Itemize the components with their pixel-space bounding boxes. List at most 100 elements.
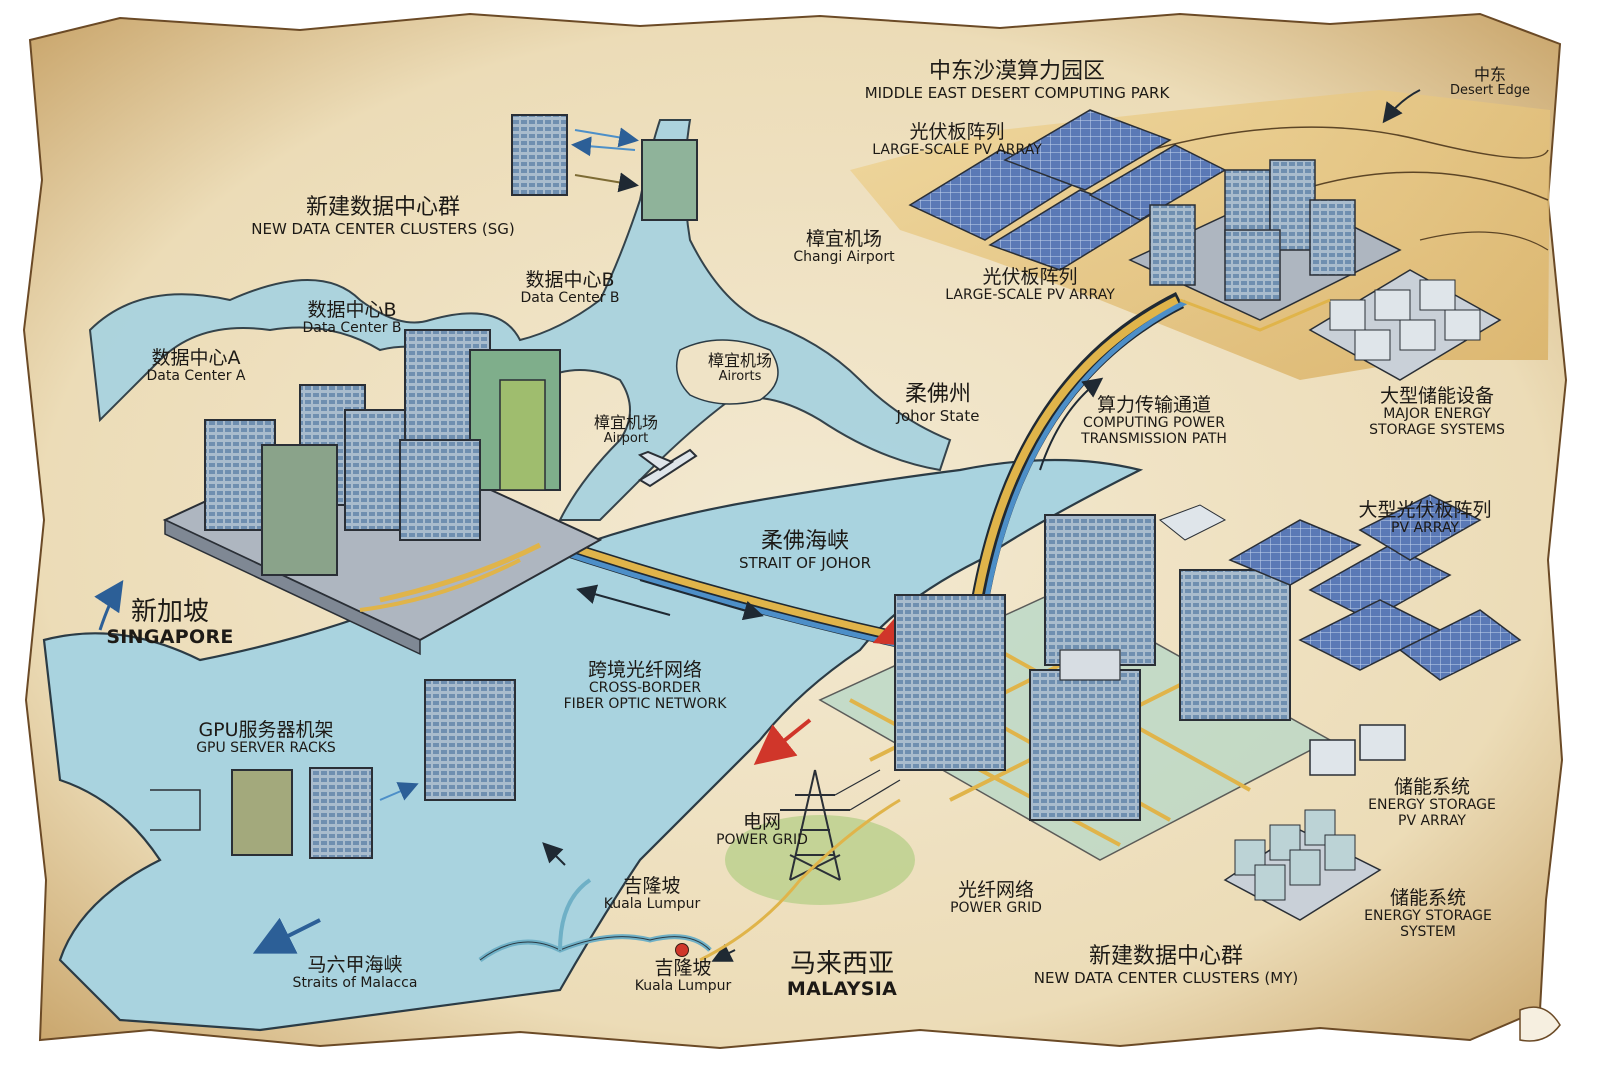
blue-arrow-icon bbox=[252, 917, 321, 954]
label-zh: 算力传输通道 bbox=[1096, 394, 1212, 416]
label-pv-array-top: 光伏板阵列 LARGE-SCALE PV ARRAY bbox=[872, 121, 1042, 159]
me-data-center-cluster bbox=[1128, 159, 1402, 321]
label-zh: 数据中心B bbox=[307, 299, 397, 321]
label-en: NEW DATA CENTER CLUSTERS (SG) bbox=[251, 219, 515, 238]
label-en: MALAYSIA bbox=[786, 978, 898, 1001]
label-my-clusters: 新建数据中心群 NEW DATA CENTER CLUSTERS (MY) bbox=[1033, 944, 1299, 987]
label-storage-pv: 储能系统 ENERGY STORAGE PV ARRAY bbox=[1368, 776, 1496, 830]
label-en: ENERGY STORAGE bbox=[1368, 797, 1496, 814]
label-en: Kuala Lumpur bbox=[603, 896, 701, 913]
label-zh: 吉隆坡 bbox=[654, 957, 712, 979]
label-en: Kuala Lumpur bbox=[634, 978, 732, 995]
label-changi-airport: 樟宜机场 Changi Airport bbox=[793, 228, 895, 266]
label-en: NEW DATA CENTER CLUSTERS (MY) bbox=[1033, 968, 1299, 987]
label-fiber-grid: 光纤网络 POWER GRID bbox=[950, 879, 1042, 917]
label-dc-b-lower: 数据中心B Data Center B bbox=[302, 299, 402, 337]
label-pv-array-mid: 光伏板阵列 LARGE-SCALE PV ARRAY bbox=[945, 266, 1115, 304]
label-storage-system: 储能系统 ENERGY STORAGE SYSTEM bbox=[1364, 887, 1492, 941]
label-en: Straits of Malacca bbox=[292, 975, 418, 992]
label-singapore: 新加坡 SINGAPORE bbox=[106, 597, 234, 649]
label-en: Changi Airport bbox=[793, 249, 895, 266]
me-energy-storage bbox=[1308, 269, 1502, 381]
label-zh: GPU服务器机架 bbox=[198, 719, 334, 741]
arrow-icon bbox=[711, 943, 736, 962]
label-en: CROSS-BORDER bbox=[588, 680, 702, 697]
gpu-server-racks bbox=[150, 679, 516, 859]
label-zh: 新建数据中心群 bbox=[1088, 944, 1243, 969]
label-me-park: 中东沙漠算力园区 MIDDLE EAST DESERT COMPUTING PA… bbox=[864, 59, 1170, 102]
red-arrow-icon bbox=[753, 718, 812, 765]
kuala-lumpur-marker-icon bbox=[675, 943, 689, 957]
label-sg-clusters: 新建数据中心群 NEW DATA CENTER CLUSTERS (SG) bbox=[251, 195, 515, 238]
label-kl-lower: 吉隆坡 Kuala Lumpur bbox=[634, 957, 732, 995]
label-malaysia: 马来西亚 MALAYSIA bbox=[786, 949, 898, 1001]
label-en-line2: SYSTEM bbox=[1400, 923, 1456, 940]
label-zh: 光纤网络 bbox=[957, 879, 1035, 901]
label-zh: 数据中心A bbox=[151, 347, 241, 369]
label-gpu-racks: GPU服务器机架 GPU SERVER RACKS bbox=[196, 719, 336, 757]
label-en: LARGE-SCALE PV ARRAY bbox=[872, 142, 1042, 159]
label-zh: 中东沙漠算力园区 bbox=[928, 59, 1106, 84]
label-en: MIDDLE EAST DESERT COMPUTING PARK bbox=[864, 83, 1170, 102]
blue-arrow-icon bbox=[94, 580, 124, 631]
label-dc-b-upper: 数据中心B Data Center B bbox=[520, 269, 619, 307]
server-rack-pair-top bbox=[511, 114, 698, 221]
label-en: PV ARRAY bbox=[1391, 520, 1459, 537]
label-airport-small: 樟宜机场 Airport bbox=[594, 414, 658, 446]
label-dc-a: 数据中心A Data Center A bbox=[146, 347, 246, 385]
label-zh: 中东 bbox=[1473, 65, 1507, 84]
label-zh: 大型光伏板阵列 bbox=[1358, 499, 1492, 521]
label-zh: 数据中心B bbox=[525, 269, 615, 291]
power-pylon-icon bbox=[780, 769, 850, 881]
label-en: Data Center A bbox=[146, 368, 246, 385]
fiber-optic-cable bbox=[537, 532, 902, 648]
arrow-icon bbox=[1382, 89, 1421, 124]
arrow-icon bbox=[576, 584, 671, 616]
label-en: Desert Edge bbox=[1449, 82, 1531, 98]
label-en-line2: STORAGE SYSTEMS bbox=[1369, 421, 1505, 438]
label-en: MAJOR ENERGY bbox=[1383, 406, 1491, 423]
label-zh: 马来西亚 bbox=[789, 949, 895, 979]
label-zh: 樟宜机场 bbox=[707, 351, 773, 370]
label-me-edge: 中东 Desert Edge bbox=[1450, 66, 1530, 98]
label-en: ENERGY STORAGE bbox=[1364, 908, 1492, 925]
label-zh: 光伏板阵列 bbox=[982, 266, 1078, 288]
label-zh: 吉隆坡 bbox=[623, 875, 681, 897]
label-en-line2: PV ARRAY bbox=[1398, 812, 1466, 829]
label-pv-array-big: 大型光伏板阵列 PV ARRAY bbox=[1358, 499, 1492, 537]
label-zh: 马六甲海峡 bbox=[307, 954, 403, 976]
label-zh: 光伏板阵列 bbox=[909, 121, 1005, 143]
me-solar-field bbox=[908, 109, 1227, 271]
label-zh: 跨境光纤网络 bbox=[587, 659, 703, 681]
arrow-icon bbox=[639, 579, 764, 621]
label-zh: 新建数据中心群 bbox=[305, 195, 460, 220]
label-en: LARGE-SCALE PV ARRAY bbox=[945, 287, 1115, 304]
label-airorts: 樟宜机场 Airorts bbox=[708, 352, 772, 384]
label-en: Airorts bbox=[718, 368, 762, 384]
label-fiber-network: 跨境光纤网络 CROSS-BORDER FIBER OPTIC NETWORK bbox=[563, 659, 727, 713]
label-zh: 大型储能设备 bbox=[1379, 385, 1495, 407]
transmission-path bbox=[971, 291, 1188, 603]
label-zh: 电网 bbox=[742, 811, 782, 833]
label-major-storage: 大型储能设备 MAJOR ENERGY STORAGE SYSTEMS bbox=[1369, 385, 1505, 439]
label-malacca: 马六甲海峡 Straits of Malacca bbox=[292, 954, 418, 992]
arrow-icon bbox=[542, 842, 566, 866]
label-zh: 樟宜机场 bbox=[593, 413, 659, 432]
airplane-icon bbox=[637, 448, 698, 488]
label-en-line2: FIBER OPTIC NETWORK bbox=[563, 695, 727, 712]
label-en: POWER GRID bbox=[716, 832, 808, 849]
label-en: SINGAPORE bbox=[106, 626, 234, 649]
label-zh: 储能系统 bbox=[1393, 776, 1471, 798]
label-en: Data Center B bbox=[302, 320, 402, 337]
my-data-center-cluster bbox=[818, 514, 1332, 861]
label-en: Airport bbox=[603, 430, 649, 446]
label-zh: 新加坡 bbox=[130, 597, 209, 627]
label-en: Johor State bbox=[896, 406, 980, 425]
label-zh: 樟宜机场 bbox=[805, 228, 882, 250]
page-curl bbox=[1519, 1006, 1561, 1042]
my-solar-field bbox=[1159, 494, 1522, 681]
label-zh: 储能系统 bbox=[1389, 887, 1467, 909]
label-transmission-path: 算力传输通道 COMPUTING POWER TRANSMISSION PATH bbox=[1081, 394, 1227, 448]
label-strait-johor: 柔佛海峡 STRAIT OF JOHOR bbox=[739, 529, 871, 571]
